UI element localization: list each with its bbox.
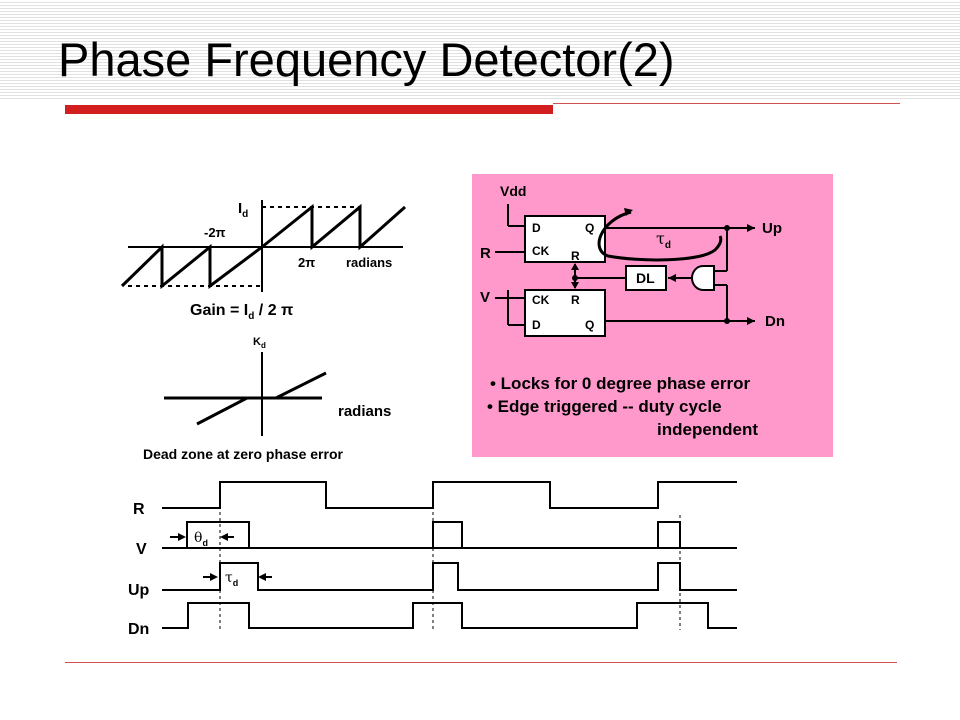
ff1-q-pin: Q [585,221,594,235]
dn-output-label: Dn [765,313,785,330]
ff2-q-pin: Q [585,318,594,332]
ff1-ck-pin: CK [532,244,550,258]
dead-zone-plot: Kd radians Dead zone at zero phase error [143,336,391,462]
kd-x-label: radians [338,403,391,420]
footer-rule-line [65,662,897,663]
theta-d-label: θd [194,530,208,548]
gain-formula: Gain = Id / 2 π [190,302,293,322]
title-rule-line [553,103,900,104]
title-accent-bar [65,105,553,114]
ff1-d-pin: D [532,221,541,235]
kd-y-label: Kd [253,336,266,350]
sawtooth-curve [120,203,406,290]
gain-y-label: Id [238,200,248,220]
vdd-label: Vdd [500,183,526,199]
pfd-circuit: Vdd D Q CK R CK R D Q R V Up Dn [480,183,785,439]
signal-up-label: Up [128,582,150,599]
neg-two-pi-tick: -2π [204,225,226,240]
flip-flop-2 [524,289,606,337]
tau-d-timing-label: τd [225,570,238,588]
ff2-ck-pin: CK [532,293,550,307]
ff2-r-pin: R [571,293,580,307]
note-edge-triggered: • Edge triggered -- duty cycle [487,397,722,416]
waveform-v [162,521,737,549]
delay-label: DL [636,270,655,286]
timing-diagram: R V Up Dn θd τd [128,481,737,638]
waveform-dn [162,602,737,629]
input-r-label: R [480,245,491,262]
dead-zone-caption: Dead zone at zero phase error [143,446,344,462]
gain-plot: Id -2π 2π radians Gain = Id / 2 π [120,200,406,322]
tau-d-label: τd [656,229,671,251]
input-v-label: V [480,289,490,306]
title-background-stripes [0,0,960,100]
slide-title: Phase Frequency Detector(2) [58,33,675,86]
ff2-d-pin: D [532,318,541,332]
signal-r-label: R [133,501,145,518]
signal-dn-label: Dn [128,621,149,638]
ff1-r-pin: R [571,249,580,263]
delay-path-arrow [597,210,723,262]
signal-v-label: V [136,541,147,558]
delay-block [625,265,667,291]
up-output-label: Up [762,220,782,237]
gain-x-label: radians [346,255,392,270]
flip-flop-1 [524,215,606,263]
waveform-up [162,562,737,591]
note-zero-phase: • Locks for 0 degree phase error [490,374,750,393]
and-gate [691,265,715,291]
two-pi-tick: 2π [298,255,315,270]
note-independent: independent [657,420,758,439]
kd-curve [196,371,327,426]
waveform-r [162,481,737,509]
